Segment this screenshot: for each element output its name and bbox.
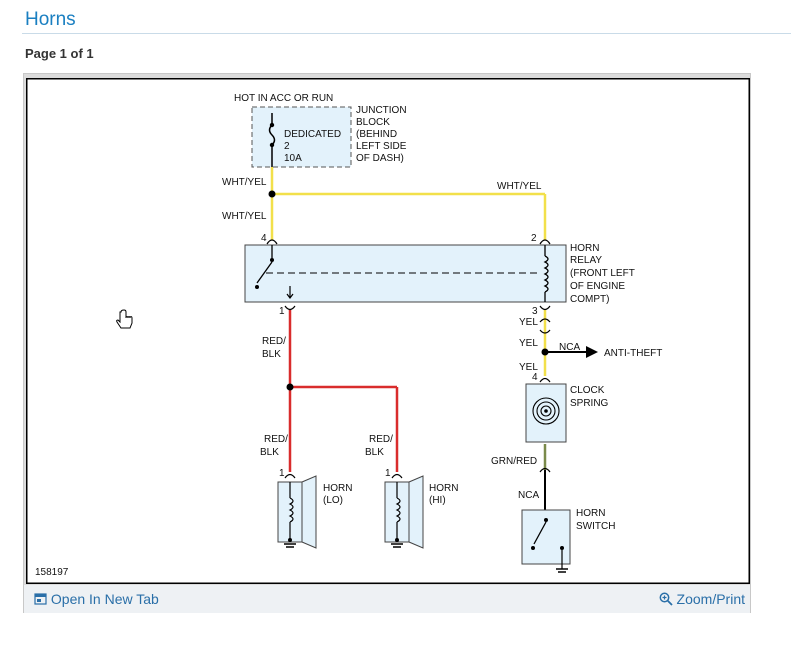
page-title: Horns <box>25 9 76 30</box>
relay-label: COMPT) <box>570 294 609 305</box>
horn-switch-label: SWITCH <box>576 521 615 532</box>
wire-label: BLK <box>260 447 279 458</box>
junction-block-fuse[interactable]: DEDICATED 2 10A <box>251 106 352 168</box>
pin-label: 4 <box>532 372 538 383</box>
pin-label: 1 <box>279 468 285 479</box>
splice-dot <box>286 383 294 391</box>
horn-hi[interactable] <box>384 473 424 549</box>
hand-cursor-icon <box>116 309 133 329</box>
open-in-new-tab-link[interactable]: Open In New Tab <box>34 591 159 608</box>
horn-hi-label: (HI) <box>429 495 446 506</box>
fuse-label-rating: 10A <box>284 153 302 164</box>
junction-label: (BEHIND <box>356 129 397 140</box>
horn-lo-label: (LO) <box>323 495 343 506</box>
wire-label: BLK <box>365 447 384 458</box>
relay-label: HORN <box>570 243 599 254</box>
wire-label: RED/ <box>264 434 288 445</box>
wire-label: NCA <box>518 490 539 501</box>
relay-label: (FRONT LEFT <box>570 268 635 279</box>
junction-label: LEFT SIDE <box>356 141 407 152</box>
fuse-label-number: 2 <box>284 141 290 152</box>
splice-dot <box>268 190 276 198</box>
wires <box>270 166 598 510</box>
hot-in-acc-label: HOT IN ACC OR RUN <box>234 93 333 104</box>
wiring-diagram[interactable]: DEDICATED 2 10A HOT IN ACC OR RUN JUNCTI… <box>26 78 750 584</box>
horn-switch[interactable] <box>521 509 571 573</box>
junction-label: JUNCTION <box>356 105 407 116</box>
wire-label: GRN/RED <box>491 456 537 467</box>
horn-hi-label: HORN <box>429 483 458 494</box>
zoom-print-label: Zoom/Print <box>676 591 745 607</box>
wire-label: WHT/YEL <box>222 211 267 222</box>
horn-switch-label: HORN <box>576 508 605 519</box>
wire-label: YEL <box>519 317 538 328</box>
wire-label: NCA <box>559 342 580 353</box>
wire-label: WHT/YEL <box>497 181 542 192</box>
pin-label: 4 <box>261 233 267 244</box>
title-divider <box>22 33 791 34</box>
junction-label: OF DASH) <box>356 153 404 164</box>
zoom-icon <box>659 592 673 609</box>
wire-label: YEL <box>519 338 538 349</box>
anti-theft-label: ANTI-THEFT <box>604 348 662 359</box>
pin-label: 2 <box>531 233 537 244</box>
diagram-footer: Open In New Tab Zoom/Print <box>24 585 750 613</box>
wire-label: RED/ <box>369 434 393 445</box>
fuse-label-name: DEDICATED <box>284 129 341 140</box>
open-new-tab-icon <box>34 592 47 608</box>
diagram-id: 158197 <box>35 567 69 578</box>
wire-label: BLK <box>262 349 281 360</box>
horn-lo-label: HORN <box>323 483 352 494</box>
horn-lo[interactable] <box>277 473 317 549</box>
pin-label: 1 <box>385 468 391 479</box>
junction-label: BLOCK <box>356 117 390 128</box>
horn-relay[interactable] <box>244 239 567 311</box>
clock-spring[interactable] <box>525 377 567 443</box>
clock-spring-label: CLOCK <box>570 385 605 396</box>
clock-spring-label: SPRING <box>570 398 609 409</box>
wire-label: WHT/YEL <box>222 177 267 188</box>
wire-label: RED/ <box>262 336 286 347</box>
pin-label: 1 <box>279 306 285 317</box>
relay-label: OF ENGINE <box>570 281 625 292</box>
wire-label: YEL <box>519 362 538 373</box>
page-indicator: Page 1 of 1 <box>25 46 94 61</box>
relay-label: RELAY <box>570 255 602 266</box>
pin-label: 3 <box>532 306 538 317</box>
splice-dot <box>541 348 549 356</box>
zoom-print-link[interactable]: Zoom/Print <box>659 591 745 609</box>
open-in-new-tab-label: Open In New Tab <box>50 591 159 607</box>
